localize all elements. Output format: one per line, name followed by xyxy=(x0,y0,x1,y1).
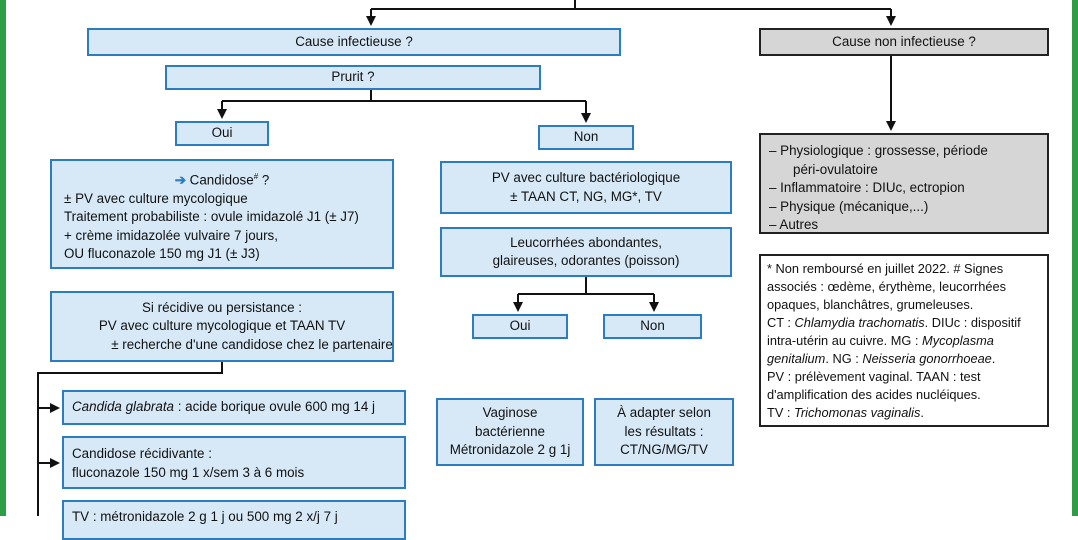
recurrent-line: fluconazole 150 mg 1 x/sem 3 à 6 mois xyxy=(72,464,305,480)
vaginose-box: Vaginose bactérienne Métronidazole 2 g 1… xyxy=(436,398,584,466)
candidose-box: ➔ Candidose# ? ± PV avec culture mycolog… xyxy=(50,159,394,269)
leucorrhees-line: Leucorrhées abondantes, xyxy=(510,234,662,250)
legend-pv-taan: PV : prélèvement vaginal. TAAN : test d'… xyxy=(767,369,981,402)
right-frame-bar xyxy=(1072,0,1078,516)
recurrent-line: Candidose récidivante : xyxy=(72,446,212,461)
candidose-line: OU fluconazole 150 mg J1 (± J3) xyxy=(64,246,260,262)
recidive-line: ± recherche d'une candidose chez le part… xyxy=(111,336,393,352)
non-inf-item: – Inflammatoire : DIUc, ectropion xyxy=(769,180,965,195)
non-infectious-cause-label: Cause non infectieuse ? xyxy=(832,33,976,49)
pruritus-no-label: Non xyxy=(573,129,599,145)
bacterio-culture-box: PV avec culture bactériologique ± TAAN C… xyxy=(440,161,732,214)
leuco-yes-label: Oui xyxy=(509,318,531,334)
non-inf-item: – Physique (mécanique,...) xyxy=(769,198,929,214)
pruritus-yes-label: Oui xyxy=(211,125,233,141)
leucorrhees-line: glaireuses, odorantes (poisson) xyxy=(492,253,680,268)
vaginose-line: Vaginose xyxy=(482,405,538,421)
infectious-cause-label: Cause infectieuse ? xyxy=(295,33,413,49)
vaginose-line: bactérienne xyxy=(475,423,545,439)
legend-abbreviations: CT : Chlamydia trachomatis. DIUc : dispo… xyxy=(767,315,1021,366)
glabrata-text: Candida glabrata : acide borique ovule 6… xyxy=(72,399,375,414)
connector-left-rail xyxy=(37,362,223,516)
non-inf-item: – Physiologique : grossesse, période xyxy=(769,143,988,158)
non-infectious-list-box: – Physiologique : grossesse, période pér… xyxy=(759,133,1049,234)
connector-lines xyxy=(37,0,896,516)
arrow-right-icon: ➔ xyxy=(174,172,186,188)
legend-box: * Non remboursé en juillet 2022. # Signe… xyxy=(759,254,1049,427)
recidive-line: Si récidive ou persistance : xyxy=(141,299,303,315)
tv-treatment-text: TV : métronidazole 2 g 1 j ou 500 mg 2 x… xyxy=(72,509,338,524)
legend-tv: TV : Trichomonas vaginalis. xyxy=(767,405,924,420)
non-inf-item: péri-ovulatoire xyxy=(793,161,878,177)
bacterio-line: PV avec culture bactériologique xyxy=(491,170,681,185)
leucorrhees-box: Leucorrhées abondantes, glaireuses, odor… xyxy=(440,227,732,277)
recidive-box: Si récidive ou persistance : PV avec cul… xyxy=(50,291,394,362)
adapter-line: CT/NG/MG/TV xyxy=(620,442,708,458)
candidose-title: ➔ Candidose# ? xyxy=(174,172,270,188)
adapter-results-box: À adapter selon les résultats : CT/NG/MG… xyxy=(594,398,734,466)
adapter-line: les résultats : xyxy=(624,423,704,439)
candidose-line: Traitement probabiliste : ovule imidazol… xyxy=(64,209,359,225)
legend-footnotes: * Non remboursé en juillet 2022. # Signe… xyxy=(767,261,1006,312)
candidose-line: + crème imidazolée vulvaire 7 jours, xyxy=(64,227,278,243)
glabrata-box: Candida glabrata : acide borique ovule 6… xyxy=(62,390,406,425)
leuco-yes-box: Oui xyxy=(472,314,568,339)
left-frame-bar xyxy=(0,0,6,516)
recurrent-candidose-box: Candidose récidivante : fluconazole 150 … xyxy=(62,436,406,489)
pruritus-no-box: Non xyxy=(538,125,634,150)
recidive-line: PV avec culture mycologique et TAAN TV xyxy=(98,318,346,334)
pruritus-label: Prurit ? xyxy=(331,69,375,85)
bacterio-line: ± TAAN CT, NG, MG*, TV xyxy=(510,188,662,204)
adapter-line: À adapter selon xyxy=(617,405,711,421)
pruritus-yes-box: Oui xyxy=(175,121,269,146)
leuco-no-box: Non xyxy=(603,314,702,339)
vaginose-line: Métronidazole 2 g 1j xyxy=(449,442,571,458)
non-infectious-cause-box: Cause non infectieuse ? xyxy=(759,28,1049,56)
pruritus-box: Prurit ? xyxy=(165,65,541,90)
non-inf-item: – Autres xyxy=(769,217,819,232)
leuco-no-label: Non xyxy=(640,318,665,334)
infectious-cause-box: Cause infectieuse ? xyxy=(87,28,621,56)
tv-treatment-box: TV : métronidazole 2 g 1 j ou 500 mg 2 x… xyxy=(62,500,406,540)
candidose-line: ± PV avec culture mycologique xyxy=(64,190,248,206)
